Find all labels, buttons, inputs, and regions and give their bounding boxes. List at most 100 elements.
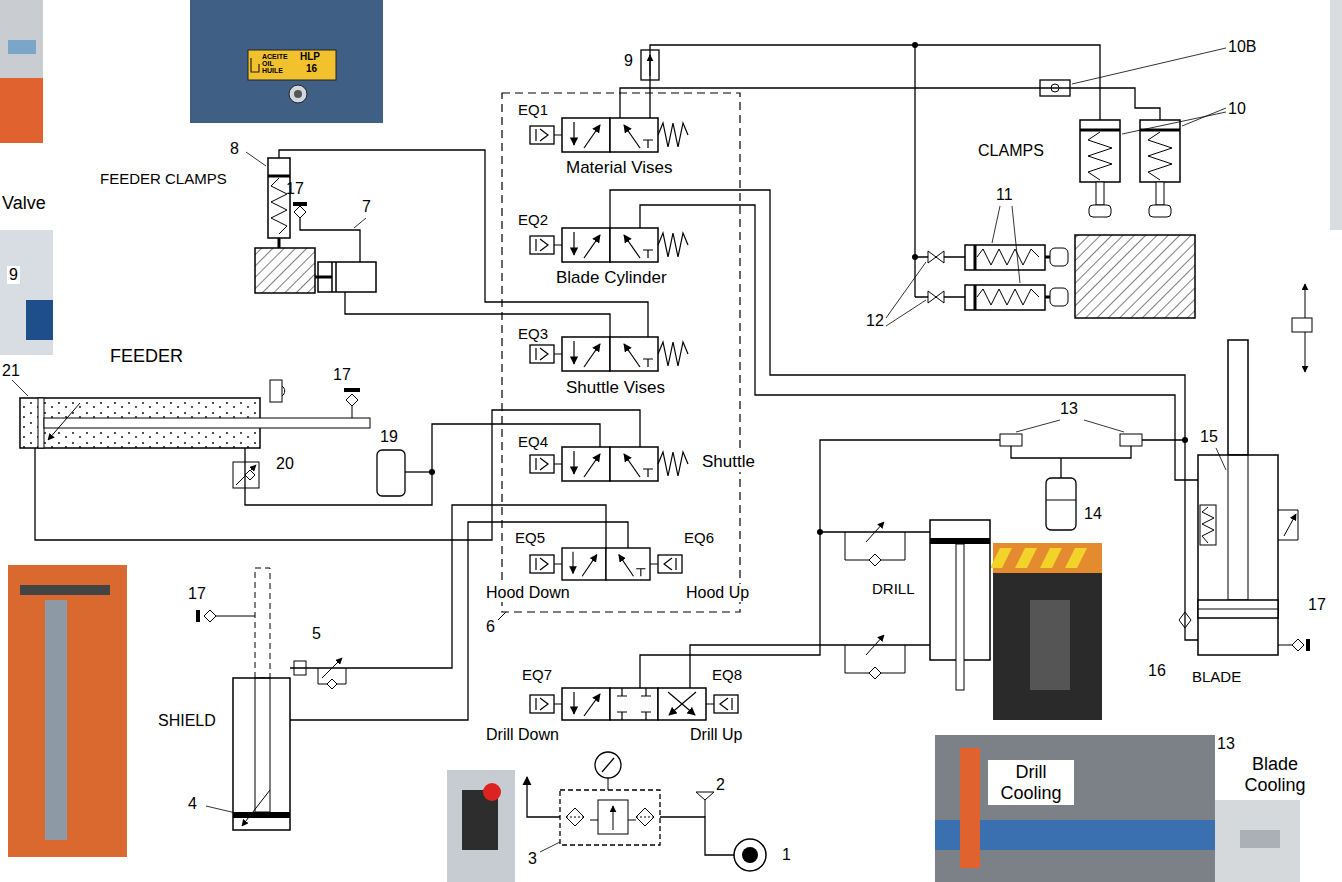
drill-cylinder: [817, 440, 1000, 690]
callout-number: 10B: [1228, 38, 1256, 56]
blade-cylinder: [1278, 645, 1292, 646]
feeder-cylinder: [270, 380, 282, 402]
component-label: Material Vises: [566, 158, 672, 178]
clamp-cylinders: [965, 245, 1045, 270]
clamp-cylinders: [1045, 296, 1050, 299]
clamp-cylinders: [912, 254, 918, 260]
air-line: [690, 645, 930, 688]
leader-line: [498, 612, 506, 620]
callout-number: 10: [1228, 100, 1246, 118]
clamp-cylinders: [974, 245, 977, 270]
shield-cylinder: [196, 610, 200, 622]
air-line: [610, 190, 1198, 640]
cooling-circuit: [1046, 478, 1076, 530]
photo: [0, 0, 43, 143]
air-line: [650, 45, 1100, 118]
valve-symbols: [530, 345, 554, 363]
solenoid-valve: EQ1Material Vises: [562, 118, 658, 152]
valve-symbols: [641, 48, 1226, 96]
air-supply: [527, 752, 766, 871]
cylinder: SHIELD: [233, 568, 290, 830]
feeder-cylinder: [352, 406, 353, 418]
valve-symbols: [669, 692, 696, 715]
component-label: Drill Up: [690, 726, 742, 744]
clamp-cylinders: [992, 206, 1000, 243]
photo: [26, 300, 53, 340]
drill-cylinder: [869, 667, 881, 679]
photo: [960, 748, 980, 868]
photo: [289, 85, 307, 103]
feeder-cylinder: [405, 471, 432, 472]
component-label: DRILL: [872, 580, 915, 597]
valve-symbols: [554, 704, 562, 705]
callout-number: 16: [1148, 662, 1166, 680]
valve-code: EQ3: [518, 325, 548, 342]
feeder-cylinder: [233, 462, 259, 488]
air-supply: [742, 847, 758, 863]
feeder-clamp-cylinders: [300, 218, 360, 262]
feeder-clamp-cylinders: [255, 248, 315, 293]
clamp-cylinders: [886, 262, 926, 318]
blade-cylinder: [1292, 639, 1304, 651]
callout-number: 5: [312, 625, 321, 643]
valve-symbols: [530, 118, 738, 720]
feeder-clamp-cylinders: [294, 206, 306, 218]
callout-number: 6: [486, 618, 495, 636]
drill-cylinder: [956, 544, 964, 690]
clamp-cylinders: [1088, 132, 1112, 180]
solenoid-valve: EQ2Blade Cylinder: [562, 228, 658, 262]
feeder-clamp-cylinders: [332, 262, 336, 292]
blade-cylinder: [1284, 514, 1296, 536]
feeder-clamp-cylinders: [278, 238, 281, 248]
air-supply: [590, 820, 636, 821]
air-line: [345, 305, 610, 337]
drill-cylinder: [869, 554, 881, 566]
cooling-circuit: [1016, 420, 1060, 432]
component-label: FEEDER: [110, 346, 183, 367]
callout-number: 14: [1084, 505, 1102, 523]
callout-number: 9: [624, 52, 633, 70]
callout-number: 17: [286, 180, 304, 198]
clamp-cylinders: [886, 300, 926, 326]
feeder-clamp-cylinders: [344, 292, 345, 305]
feeder-cylinder: [48, 403, 80, 440]
shield-cylinder: [242, 790, 270, 826]
valve-symbols: [658, 123, 688, 147]
clamp-cylinders: [1075, 235, 1195, 318]
callout-number: 7: [362, 198, 371, 216]
feeder-clamp-cylinders: [268, 158, 290, 238]
component-label: Drill Down: [486, 726, 559, 744]
valve-symbols: [617, 688, 651, 720]
clamp-cylinders: [1050, 248, 1068, 266]
photo: [294, 90, 302, 98]
callout-number: 12: [866, 312, 884, 330]
photo: [1330, 0, 1342, 230]
valve-symbols: [562, 688, 610, 720]
feeder-clamp-cylinders: [246, 150, 376, 305]
valve-manifold: [502, 93, 740, 612]
air-line: [245, 424, 600, 505]
valve-code: EQ2: [518, 211, 548, 228]
blade-cylinder: [1198, 600, 1278, 618]
valve-symbols: [530, 695, 554, 713]
clamp-cylinders: [1080, 129, 1120, 132]
valve-code: EQ1: [518, 101, 548, 118]
air-line: [640, 532, 930, 688]
feeder-clamp-cylinders: [354, 218, 366, 228]
callout-number: 4: [188, 795, 197, 813]
photo: [8, 40, 36, 54]
photo: [190, 0, 383, 123]
feeder-cylinder: [344, 388, 360, 392]
clamp-cylinders: [965, 285, 1045, 310]
photo: [8, 565, 127, 857]
solenoid-valve: EQ4Shuttle: [562, 447, 658, 481]
cylinder: BLADE: [1198, 455, 1278, 655]
callout-number: 21: [2, 362, 20, 380]
photo: [990, 548, 1087, 568]
air-supply: [734, 839, 766, 871]
air-line: [290, 505, 606, 668]
clamp-cylinders: [1149, 205, 1171, 217]
valve-symbols: [658, 452, 688, 476]
